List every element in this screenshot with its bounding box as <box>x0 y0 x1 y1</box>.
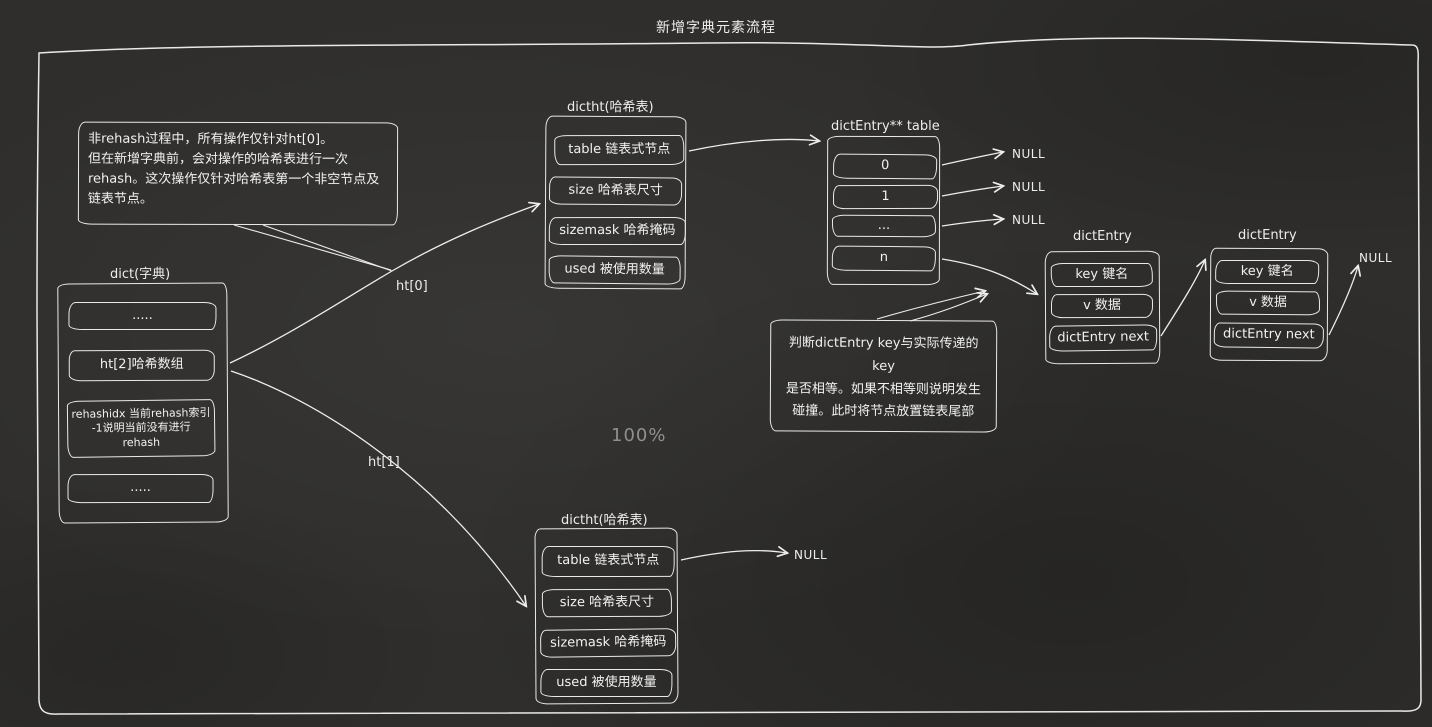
arrow-table-to-entrytable <box>688 139 819 152</box>
edge-label-ht0: ht[0] <box>396 279 428 294</box>
entry-table-row-n: n <box>831 245 936 272</box>
dict-row-dots-bottom: ..... <box>67 473 214 504</box>
dictht-bottom-row-table: table 链表式节点 <box>541 545 675 578</box>
dictht-top-label: dictht(哈希表) <box>567 100 654 115</box>
collision-note-pointer-2 <box>909 294 987 322</box>
zoom-indicator: 100% <box>611 425 667 446</box>
arrow-slot1-null <box>941 186 1003 197</box>
dict-entry-1-row-value: v 数据 <box>1050 293 1154 319</box>
null-label-slot0: NULL <box>1012 147 1046 161</box>
rehash-note-pointer-line-1 <box>233 224 392 271</box>
null-label-slot1: NULL <box>1012 180 1046 194</box>
arrow-slotdots-null <box>941 219 1003 227</box>
dictht-bottom-row-used: used 被使用数量 <box>540 668 673 698</box>
collision-note-pointer-1 <box>876 291 985 320</box>
arrow-ht0 <box>229 204 539 364</box>
arrow-entry2-null <box>1328 266 1358 336</box>
arrow-entry1-entry2 <box>1160 260 1205 337</box>
null-label-slotdots: NULL <box>1012 213 1046 227</box>
dictht-bottom-row-sizemask: sizemask 哈希掩码 <box>539 628 677 658</box>
arrow-bottomtable-null <box>680 551 787 561</box>
dict-entry-1-label: dictEntry <box>1073 229 1132 244</box>
null-label-entry2: NULL <box>1359 251 1393 265</box>
diagram-title: 新增字典元素流程 <box>656 20 776 36</box>
dictht-bottom-row-size: size 哈希表尺寸 <box>541 588 672 618</box>
collision-note: 判断dictEntry key与实际传递的key 是否相等。如果不相等则说明发生… <box>769 319 998 433</box>
dictht-top-row-table: table 链表式节点 <box>554 134 685 166</box>
dict-entry-2-row-next: dictEntry next <box>1213 322 1324 349</box>
dict-row-rehashidx: rehashidx 当前rehash索引 -1说明当前没有进行 rehash <box>66 399 216 458</box>
arrow-slot0-null <box>941 152 1003 166</box>
dict-entry-2-row-key: key 键名 <box>1215 259 1320 285</box>
dict-entry-2-box: key 键名 v 数据 dictEntry next <box>1209 247 1329 362</box>
entry-table-row-0: 0 <box>833 153 938 180</box>
edge-label-ht1: ht[1] <box>368 455 400 470</box>
dictht-top-row-sizemask: sizemask 哈希掩码 <box>548 216 686 246</box>
dict-box: ..... ht[2]哈希数组 rehashidx 当前rehash索引 -1说… <box>57 282 229 524</box>
dictht-bottom-label: dictht(哈希表) <box>561 513 648 528</box>
dictht-top-row-size: size 哈希表尺寸 <box>548 176 683 206</box>
dict-entry-1-row-key: key 键名 <box>1050 262 1153 288</box>
rehash-note-pointer-line-2 <box>262 224 393 272</box>
dictht-bottom-box: table 链表式节点 size 哈希表尺寸 sizemask 哈希掩码 use… <box>534 527 679 705</box>
dict-entry-1-box: key 键名 v 数据 dictEntry next <box>1044 250 1161 365</box>
dict-entry-1-row-next: dictEntry next <box>1049 324 1158 352</box>
arrow-ht1 <box>230 370 526 606</box>
entry-table-row-1: 1 <box>832 184 939 210</box>
arrow-slotn-entry1 <box>941 258 1037 294</box>
entry-table-box: 0 1 ... n <box>826 135 941 286</box>
null-label-bottom-table: NULL <box>794 548 828 562</box>
dict-entry-2-row-value: v 数据 <box>1215 290 1321 316</box>
dictht-top-row-used: used 被使用数量 <box>548 255 681 285</box>
dict-row-ht-array: ht[2]哈希数组 <box>68 349 215 382</box>
dictht-top-box: table 链表式节点 size 哈希表尺寸 sizemask 哈希掩码 use… <box>544 115 687 290</box>
dict-entry-2-label: dictEntry <box>1238 228 1297 243</box>
dict-label: dict(字典) <box>110 267 171 282</box>
rehash-note: 非rehash过程中，所有操作仅针对ht[0]。 但在新增字典前，会对操作的哈希… <box>77 121 399 226</box>
dict-row-dots-top: ..... <box>68 301 217 331</box>
entry-table-label: dictEntry** table <box>831 119 940 134</box>
entry-table-row-dots: ... <box>831 214 937 238</box>
